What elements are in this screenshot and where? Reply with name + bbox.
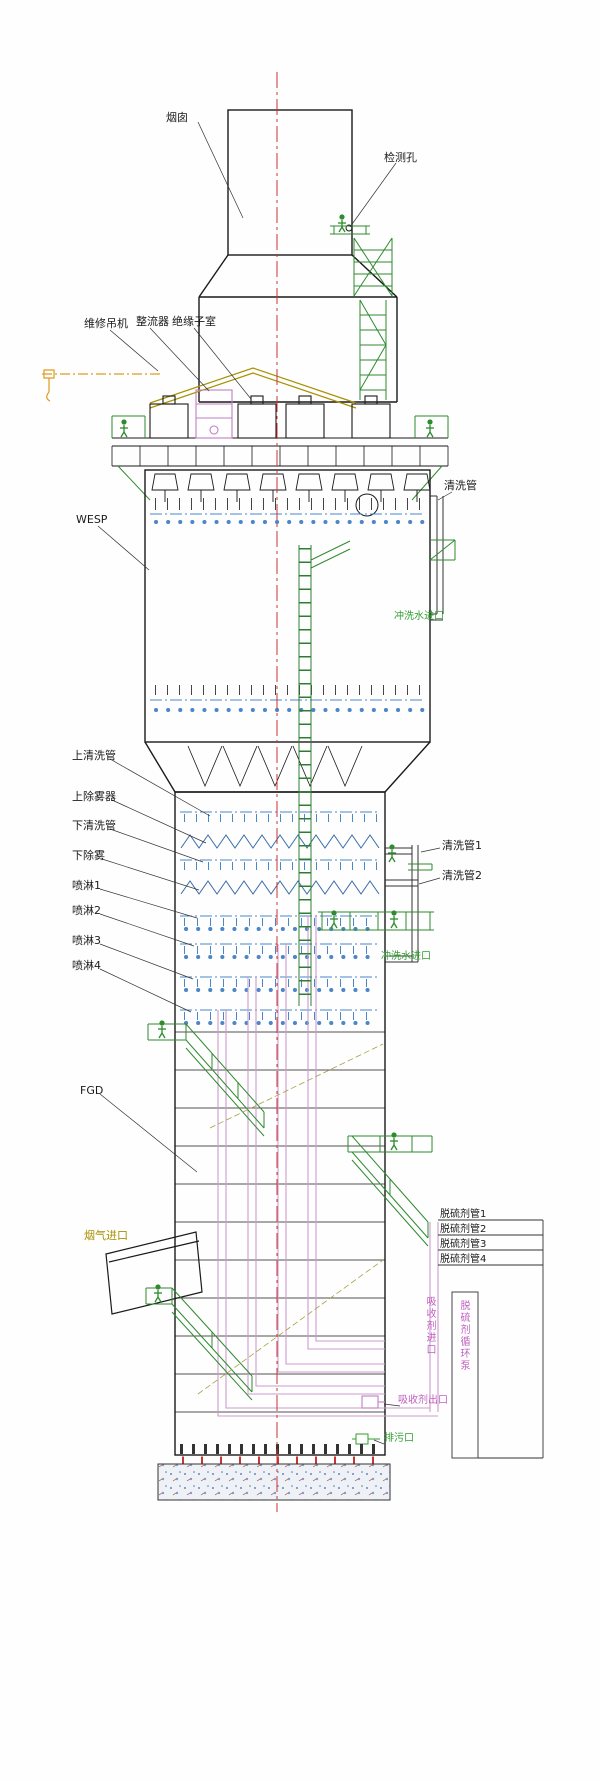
label-desulfurizer-pipe2: 脱硫剂管2 xyxy=(440,1224,487,1235)
label-spray1: 喷淋1 xyxy=(72,879,101,892)
worker-figure-icon xyxy=(329,909,339,929)
rectifier-unit xyxy=(195,389,233,439)
worker-figure-icon xyxy=(389,1131,399,1151)
label-desulfurizer-pipe4: 脱硫剂管4 xyxy=(440,1254,487,1265)
label-inspection-hole: 检测孔 xyxy=(384,151,417,164)
label-fgd: FGD xyxy=(80,1084,104,1097)
label-spray3: 喷淋3 xyxy=(72,934,101,947)
stairs-platforms xyxy=(145,863,434,1401)
canopy-roof xyxy=(149,367,357,409)
maintenance-crane xyxy=(42,369,160,402)
worker-figure-icon xyxy=(425,418,435,438)
label-absorbent-outlet: 吸收剂出口 xyxy=(398,1395,448,1406)
fgd-cleaning-pipes xyxy=(385,845,419,963)
foundation xyxy=(157,1444,391,1501)
label-spray2: 喷淋2 xyxy=(72,904,101,917)
label-lower-cleaning-pipe: 下清洗管 xyxy=(72,819,116,832)
wesp-right-bracket xyxy=(310,539,456,569)
pump-box xyxy=(451,1291,479,1459)
label-upper-demister: 上除雾器 xyxy=(72,790,116,803)
worker-figure-icon xyxy=(387,843,397,863)
worker-figure-icon xyxy=(119,418,129,438)
worker-figure-icon xyxy=(337,213,347,233)
worker-figure-icon xyxy=(389,909,399,929)
worker-figure-icon xyxy=(153,1283,163,1303)
label-flush-water-inlet-lower: 冲洗水进口 xyxy=(381,951,431,962)
label-wesp: WESP xyxy=(76,513,108,526)
label-absorbent-inlet: 吸收剂进口 xyxy=(424,1296,435,1356)
label-desulfurizer-pipe1: 脱硫剂管1 xyxy=(440,1209,487,1220)
deck-railings xyxy=(111,415,449,501)
label-cleaning-pipe2: 清洗管2 xyxy=(442,869,482,882)
wesp-internals xyxy=(150,498,426,712)
label-flue-gas-inlet: 烟气进口 xyxy=(84,1229,128,1242)
hidden-stair-diagonals xyxy=(197,1043,384,1395)
desulfurizer-lines xyxy=(438,1219,544,1459)
label-lower-demister: 下除雾 xyxy=(72,849,105,862)
flue-gas-inlet-duct xyxy=(105,1231,203,1315)
worker-figure-icon xyxy=(157,1019,167,1039)
fgd-spray-levels xyxy=(180,811,380,1025)
drain-fitting xyxy=(352,1433,380,1445)
inspection-hole-mark xyxy=(345,224,353,232)
label-upper-cleaning-pipe: 上清洗管 xyxy=(72,749,116,762)
leader-lines xyxy=(97,121,453,1445)
label-cleaning-pipe: 清洗管 xyxy=(444,479,477,492)
label-cleaning-pipe1: 清洗管1 xyxy=(442,839,482,852)
fgd-shell xyxy=(174,791,386,1456)
label-chimney: 烟囱 xyxy=(166,111,188,124)
slurry-pipes xyxy=(217,916,439,1417)
wesp-shell xyxy=(144,469,431,793)
label-desulfurizer-circulation-pump: 脱硫剂循环泵 xyxy=(458,1300,469,1372)
upper-access-lattice xyxy=(330,225,393,400)
chimney-outline xyxy=(198,109,398,403)
label-insulator-room: 绝缘子室 xyxy=(172,315,216,328)
demisters xyxy=(180,834,380,895)
label-flush-water-inlet-upper: 冲洗水进口 xyxy=(394,611,444,622)
insulator-deck xyxy=(111,395,449,467)
label-drain-outlet: 排污口 xyxy=(384,1433,414,1444)
label-desulfurizer-pipe3: 脱硫剂管3 xyxy=(440,1239,487,1250)
label-spray4: 喷淋4 xyxy=(72,959,101,972)
label-rectifier: 整流器 xyxy=(136,315,169,328)
label-maintenance-crane: 维修吊机 xyxy=(84,317,128,330)
access-ladder xyxy=(298,545,312,1006)
manhole-circle xyxy=(355,493,379,517)
